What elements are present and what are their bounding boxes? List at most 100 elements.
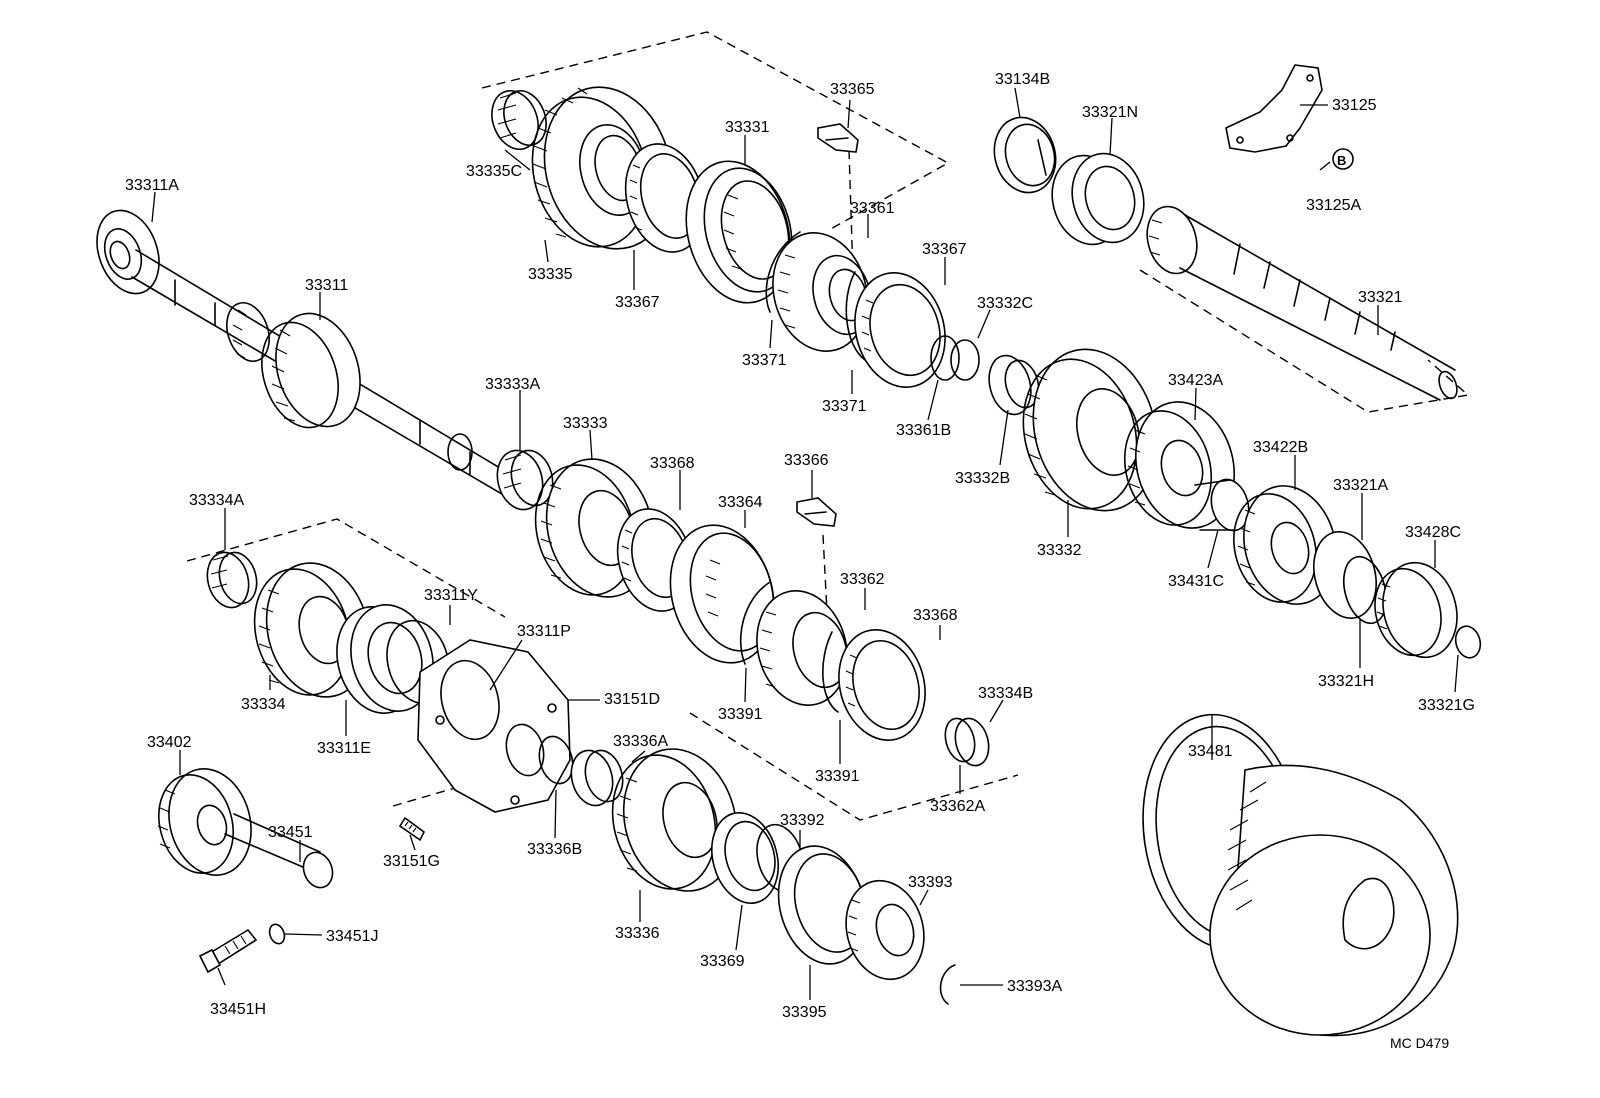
gear-33428C-shape <box>1374 561 1458 659</box>
label-33361B: 33361B <box>896 422 951 439</box>
label-33451H: 33451H <box>210 1001 266 1018</box>
washer-33451J-shape <box>268 923 286 945</box>
label-33151G: 33151G <box>383 853 440 870</box>
middle-synchro-group <box>496 449 990 767</box>
label-33362: 33362 <box>840 571 885 588</box>
label-33331: 33331 <box>725 119 770 136</box>
label-33428C: 33428C <box>1405 524 1461 541</box>
reference-b-text: B <box>1337 153 1346 168</box>
bearing-33311A-shape <box>96 209 160 295</box>
label-33391-right: 33391 <box>815 768 860 785</box>
label-33125A: 33125A <box>1306 197 1361 214</box>
label-33151D: 33151D <box>604 691 660 708</box>
label-33368-left: 33368 <box>650 455 695 472</box>
upper-synchro-group <box>491 86 980 388</box>
bolt-33451H-shape <box>198 928 258 974</box>
needle-bearing-33334A-shape <box>206 551 258 609</box>
shifting-key-33366-shape <box>796 497 837 527</box>
label-33362A: 33362A <box>930 798 985 815</box>
reference-b-marker: B <box>1332 148 1354 170</box>
label-33334A: 33334A <box>189 492 244 509</box>
label-33335C: 33335C <box>466 163 522 180</box>
label-33365: 33365 <box>830 81 875 98</box>
nut-33321G-shape <box>1454 625 1482 659</box>
ring-33134B-shape <box>993 116 1057 194</box>
label-33311E: 33311E <box>317 740 371 757</box>
label-33367-upper-left: 33367 <box>615 294 660 311</box>
part-labels: 33311A 33311 33335C 33335 33331 33367 33… <box>125 71 1475 1051</box>
bearing-33332B-shape <box>988 354 1040 416</box>
gear-33422B-shape <box>1233 485 1337 605</box>
label-33392: 33392 <box>780 812 825 829</box>
hub-33362-shape <box>756 590 848 706</box>
label-33321: 33321 <box>1358 289 1403 306</box>
gear-33402-shape <box>157 768 252 876</box>
input-shaft-assembly <box>96 209 521 501</box>
snap-ring-33361B-shape <box>930 335 960 381</box>
label-33321A: 33321A <box>1333 477 1388 494</box>
bolt-33151G-shape <box>398 816 426 842</box>
label-33333: 33333 <box>563 415 608 432</box>
label-33366: 33366 <box>784 452 829 469</box>
label-33402: 33402 <box>147 734 192 751</box>
label-33371-left: 33371 <box>742 352 787 369</box>
needle-bearing-33336A-shape <box>570 749 624 807</box>
snap-ring-33334B-shape <box>954 717 990 767</box>
label-33134B: 33134B <box>995 71 1050 88</box>
bracket-33125-shape <box>1225 64 1323 153</box>
key-spring-33391b-shape <box>822 631 839 713</box>
key-spring-33391a-shape <box>739 581 771 665</box>
gear-33423A-shape <box>1123 401 1236 529</box>
snap-ring-33393A-shape <box>939 964 956 1005</box>
label-33332B: 33332B <box>955 470 1010 487</box>
bearing-33311E-shape <box>336 604 434 714</box>
label-33364: 33364 <box>718 494 763 511</box>
label-33361: 33361 <box>850 200 895 217</box>
label-33371-right: 33371 <box>822 398 867 415</box>
shaft-33321-shape <box>1146 205 1458 401</box>
ring-gear-33481-shape <box>1142 713 1459 1037</box>
synchro-ring-33368b-shape <box>838 629 926 741</box>
shaft-33451-shape <box>224 813 334 889</box>
label-33367-upper-right: 33367 <box>922 241 967 258</box>
label-33336B: 33336B <box>527 841 582 858</box>
leader-lines <box>151 87 1459 1000</box>
label-33311P: 33311P <box>517 623 571 640</box>
needle-bearing-33333A-shape <box>496 449 554 511</box>
label-33393A: 33393A <box>1007 978 1062 995</box>
sleeve-33395-shape <box>777 845 867 965</box>
label-33334B: 33334B <box>978 685 1033 702</box>
ring-33321A-shape <box>1313 530 1377 620</box>
sleeve-33331-shape <box>685 160 793 304</box>
group-boundaries <box>186 31 1470 821</box>
label-33336: 33336 <box>615 925 660 942</box>
gear-33336-shape <box>611 748 738 892</box>
label-33451: 33451 <box>268 824 313 841</box>
label-33431C: 33431C <box>1168 573 1224 590</box>
retainer-plate-33151D-shape <box>417 639 571 813</box>
label-33321H: 33321H <box>1318 673 1374 690</box>
label-33311Y: 33311Y <box>424 587 478 604</box>
input-gear-shape <box>226 302 361 429</box>
diagram-code: MC D479 <box>1390 1035 1449 1051</box>
label-33393: 33393 <box>908 874 953 891</box>
label-33311: 33311 <box>305 277 348 294</box>
bearing-33321N-shape <box>1051 152 1145 246</box>
label-33125: 33125 <box>1332 97 1377 114</box>
label-33333A: 33333A <box>485 376 540 393</box>
label-33335: 33335 <box>528 266 573 283</box>
label-33391-left: 33391 <box>718 706 763 723</box>
synchro-ring-33367a-shape <box>624 143 706 253</box>
label-33368-right: 33368 <box>913 607 958 624</box>
key-spring-33371a-shape <box>765 231 801 313</box>
label-33332C: 33332C <box>977 295 1033 312</box>
label-33336A: 33336A <box>613 733 668 750</box>
snap-ring-33362A-shape <box>944 717 976 763</box>
label-33395: 33395 <box>782 1004 827 1021</box>
snap-ring-33336B-shape <box>538 735 574 785</box>
snap-ring-33332C-shape <box>950 339 980 381</box>
sleeve-33364-shape <box>669 524 775 664</box>
label-33423A: 33423A <box>1168 372 1223 389</box>
hub-33393-shape <box>845 879 925 981</box>
